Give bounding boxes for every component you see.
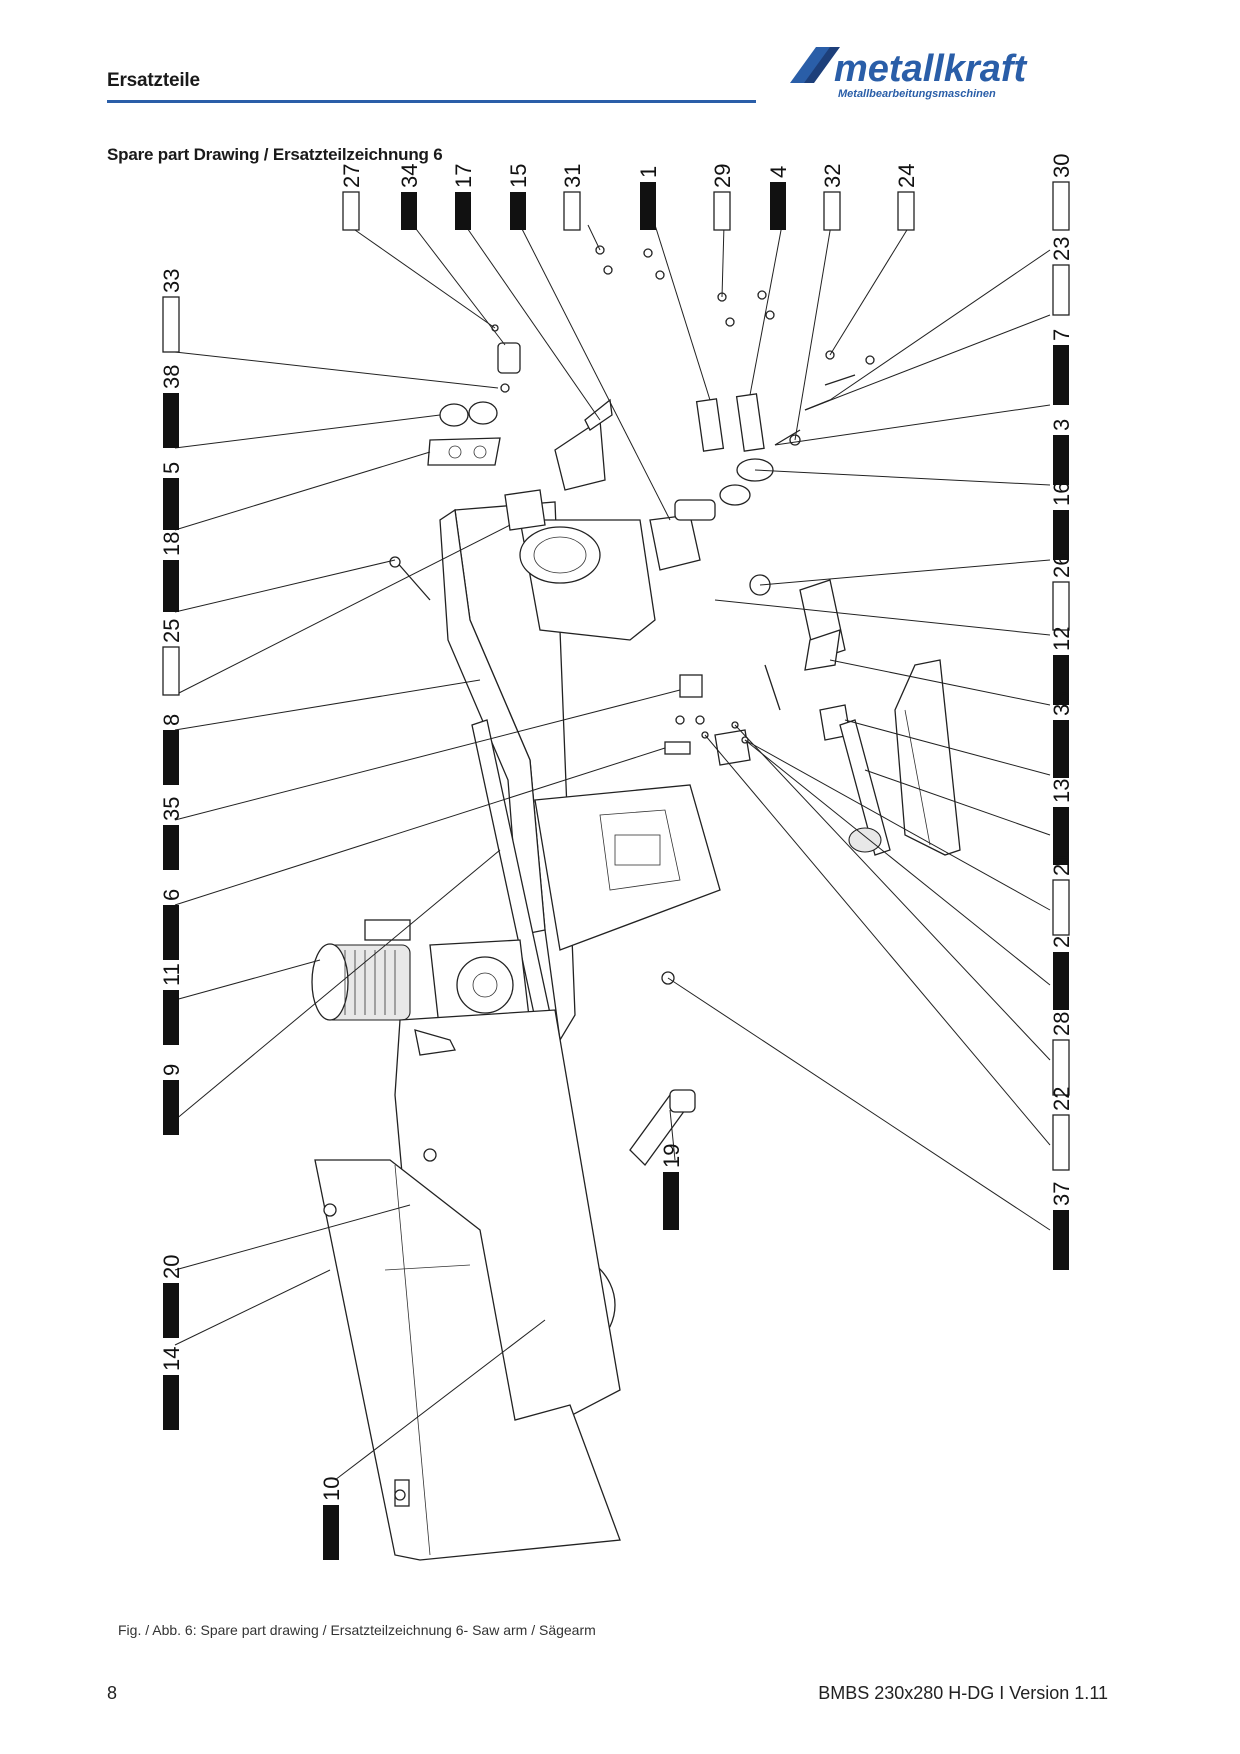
svg-text:18: 18 [159, 532, 184, 556]
part-label-4: 4 [766, 166, 791, 230]
logo-tagline: Metallbearbeitungsmaschinen [838, 88, 996, 100]
svg-text:16: 16 [1049, 482, 1074, 506]
svg-text:30: 30 [1049, 154, 1074, 178]
saw-arm-frame [439, 501, 721, 1066]
svg-text:6: 6 [159, 889, 184, 901]
part-label-22: 22 [1049, 1087, 1074, 1171]
part-label-10: 10 [319, 1477, 344, 1560]
figure-caption: Fig. / Abb. 6: Spare part drawing / Ersa… [118, 1622, 596, 1638]
part-label-35: 35 [159, 797, 184, 870]
svg-text:1: 1 [636, 166, 661, 178]
part-label-23: 23 [1049, 237, 1074, 316]
part-label-28: 28 [1049, 1012, 1074, 1096]
svg-text:27: 27 [339, 164, 364, 188]
svg-text:8: 8 [159, 714, 184, 726]
part-label-26: 26 [1049, 554, 1074, 631]
svg-text:3: 3 [1049, 419, 1074, 431]
svg-text:24: 24 [894, 164, 919, 188]
svg-text:21: 21 [1049, 852, 1074, 876]
svg-text:23: 23 [1049, 237, 1074, 261]
motor-and-gearbox [311, 919, 531, 1036]
svg-text:36: 36 [1049, 692, 1074, 716]
part-label-11: 11 [159, 963, 184, 1045]
svg-text:25: 25 [159, 619, 184, 643]
part-label-33: 33 [159, 269, 184, 353]
part-label-21: 21 [1049, 852, 1074, 936]
svg-text:34: 34 [397, 164, 422, 188]
svg-text:2: 2 [1049, 936, 1074, 948]
svg-text:38: 38 [159, 365, 184, 389]
svg-text:20: 20 [159, 1255, 184, 1279]
part-label-6: 6 [159, 889, 184, 960]
part-label-30: 30 [1049, 154, 1074, 231]
part-label-31: 31 [560, 164, 585, 231]
svg-text:11: 11 [159, 963, 184, 986]
svg-text:31: 31 [560, 164, 585, 188]
svg-text:12: 12 [1049, 627, 1074, 651]
header-title: Ersatzteile [107, 70, 200, 91]
svg-text:37: 37 [1049, 1182, 1074, 1206]
part-label-27: 27 [339, 164, 364, 231]
part-label-29: 29 [710, 164, 735, 231]
svg-text:29: 29 [710, 164, 735, 188]
part-label-19: 19 [659, 1144, 684, 1230]
part-labels: 27 34 17 15 31 1 29 4 32 24 30 23 7 3 16 [159, 154, 1074, 1560]
blade-guard-right [894, 659, 961, 856]
svg-text:28: 28 [1049, 1012, 1074, 1036]
header-divider [107, 100, 756, 103]
svg-text:35: 35 [159, 797, 184, 821]
svg-text:22: 22 [1049, 1087, 1074, 1111]
svg-text:19: 19 [659, 1144, 684, 1168]
part-label-5: 5 [159, 462, 184, 530]
svg-text:14: 14 [159, 1347, 184, 1371]
svg-text:26: 26 [1049, 554, 1074, 578]
part-label-24: 24 [894, 164, 919, 231]
part-label-3: 3 [1049, 419, 1074, 485]
blade-housing [314, 1009, 621, 1561]
part-label-36: 36 [1049, 692, 1074, 778]
svg-text:9: 9 [159, 1064, 184, 1076]
part-label-32: 32 [820, 164, 845, 231]
part-label-14: 14 [159, 1347, 184, 1430]
part-label-34: 34 [397, 164, 422, 230]
part-label-9: 9 [159, 1064, 184, 1135]
part-label-37: 37 [1049, 1182, 1074, 1270]
part-label-38: 38 [159, 365, 184, 448]
svg-text:17: 17 [451, 164, 476, 188]
part-label-13: 13 [1049, 779, 1074, 865]
svg-text:7: 7 [1049, 329, 1074, 341]
logo-brand: metallkraft [834, 48, 1028, 90]
section-title: Spare part Drawing / Ersatzteilzeichnung… [107, 145, 443, 164]
part-label-18: 18 [159, 532, 184, 612]
part-label-17: 17 [451, 164, 476, 230]
part-label-25: 25 [159, 619, 184, 696]
svg-text:10: 10 [319, 1477, 344, 1501]
svg-text:13: 13 [1049, 779, 1074, 803]
leader-lines [174, 224, 1051, 1481]
page-number: 8 [107, 1683, 118, 1703]
part-label-7: 7 [1049, 329, 1074, 405]
svg-text:5: 5 [159, 462, 184, 474]
part-label-15: 15 [506, 164, 531, 230]
svg-text:33: 33 [159, 269, 184, 293]
svg-text:32: 32 [820, 164, 845, 188]
part-label-16: 16 [1049, 482, 1074, 560]
svg-text:4: 4 [766, 166, 791, 178]
part-label-2: 2 [1049, 936, 1074, 1010]
part-label-12: 12 [1049, 627, 1074, 705]
svg-text:15: 15 [506, 164, 531, 188]
part-label-8: 8 [159, 714, 184, 785]
metallkraft-logo: metallkraft Metallbearbeitungsmaschinen [790, 47, 1028, 100]
part-label-20: 20 [159, 1255, 184, 1338]
footer-model-version: BMBS 230x280 H-DG I Version 1.11 [818, 1683, 1108, 1703]
part-label-1: 1 [636, 166, 661, 230]
